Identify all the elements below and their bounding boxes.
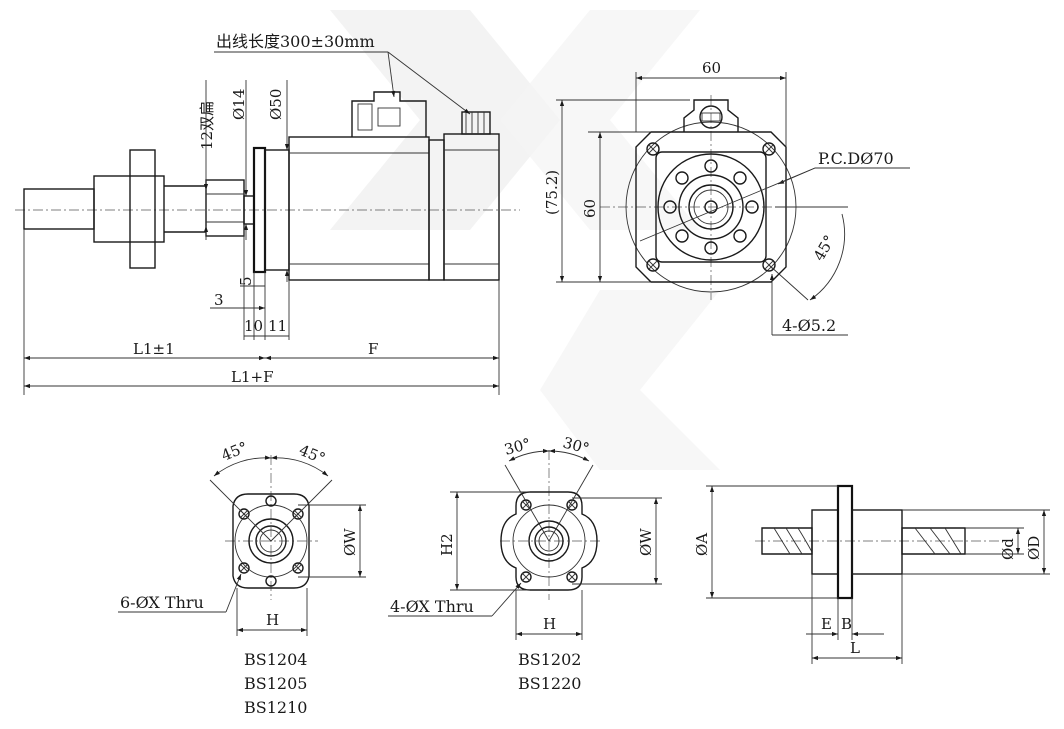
- front-connector: [683, 99, 739, 132]
- nut-4hole-view: 30° 30° H2 ØW H 4-ØX Thru BS1202 BS1220: [388, 433, 662, 693]
- nut4-angle-left-label: 30°: [502, 435, 532, 459]
- front-width-60-label: 60: [702, 59, 721, 77]
- encoder-connector: [461, 111, 491, 135]
- nut-6hole-view: 45° 45° ØW H 6-ØX Thru BS1204 BS1205 BS1…: [118, 438, 366, 717]
- nut6-model-2: BS1205: [244, 674, 307, 693]
- nut4-h2-label: H2: [438, 533, 456, 556]
- front-angle-45-label: 45°: [810, 232, 839, 264]
- nut4-holes-label: 4-ØX Thru: [390, 597, 474, 616]
- nut-6hole-flange: [232, 493, 310, 589]
- nut-side-body-right: [851, 509, 903, 575]
- nut6-h-label: H: [266, 611, 279, 629]
- motor-side-view: 出线长度300±30mm 12双扁 Ø14 Ø50 5 3 10 11 L1±1: [15, 32, 520, 395]
- dim-10-label: 10: [244, 317, 263, 335]
- nut-4hole-flange: [500, 491, 598, 591]
- shaft-d14-label: Ø14: [230, 89, 248, 120]
- nut-side-body-left: [811, 509, 839, 575]
- nut-side-l-label: L: [850, 639, 860, 657]
- nut6-angle-right-label: 45°: [297, 441, 328, 468]
- motor-inner-square: [655, 151, 767, 263]
- watermark-logo: [330, 10, 720, 470]
- nut-side-e-label: E: [821, 615, 832, 633]
- pcd-label: P.C.DØ70: [818, 149, 894, 168]
- pcd-bolt-holes: [663, 159, 759, 255]
- nut-side-d-big-label: ØD: [1025, 536, 1043, 560]
- front-height-75-label: (75.2): [543, 170, 561, 215]
- dim-3-label: 3: [214, 291, 224, 309]
- cable-length-label: 出线长度300±30mm: [216, 32, 375, 51]
- flange-d50-label: Ø50: [267, 89, 285, 120]
- power-connector: [351, 91, 427, 137]
- front-holes-label: 4-Ø5.2: [782, 316, 836, 335]
- flats-12-label: 12双扁: [198, 101, 216, 150]
- nut-side-a-label: ØA: [693, 533, 711, 556]
- front-height-60-label: 60: [581, 199, 599, 218]
- motor-square-flange: [635, 131, 787, 283]
- nut6-w-label: ØW: [341, 528, 359, 556]
- screw-nut-flange: [129, 149, 156, 269]
- screw-nut-body: [93, 175, 165, 243]
- screw-bearing-seat: [205, 179, 245, 237]
- nut4-h-label: H: [543, 615, 556, 633]
- dim-5-label: 5: [237, 276, 255, 286]
- nut6-model-3: BS1210: [244, 698, 307, 717]
- nut-side-flange: [836, 484, 854, 600]
- nut-side-b-label: B: [841, 615, 852, 633]
- nut4-w-label: ØW: [637, 528, 655, 556]
- dim-l1f-label: L1+F: [231, 368, 273, 386]
- dim-l1-label: L1±1: [133, 340, 175, 358]
- nut6-model-1: BS1204: [244, 650, 307, 669]
- nut-side-view: ØA Ød ØD E B L: [693, 484, 1050, 664]
- nut-side-d-small-label: Ød: [999, 538, 1017, 560]
- screw-shaft-end: [23, 188, 95, 230]
- dim-11-label: 11: [268, 317, 287, 335]
- nut6-angle-left-label: 45°: [219, 438, 250, 465]
- nut6-holes-label: 6-ØX Thru: [120, 593, 204, 612]
- nut4-model-1: BS1202: [518, 650, 581, 669]
- nut4-model-2: BS1220: [518, 674, 581, 693]
- dim-f-label: F: [368, 340, 378, 358]
